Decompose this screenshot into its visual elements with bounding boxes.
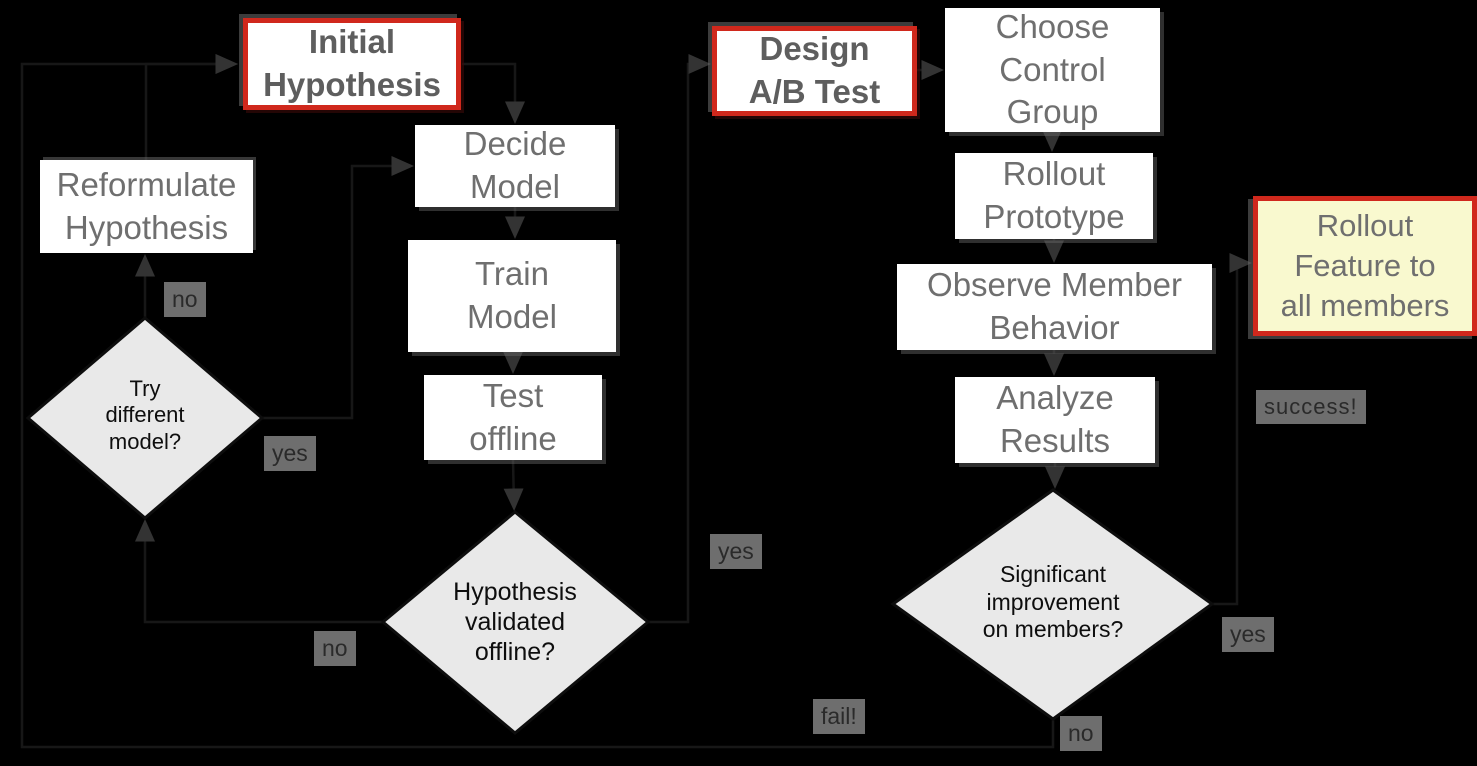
edge-label-fail: fail! xyxy=(813,699,865,734)
edge-label-improvement-yes: yes xyxy=(1222,617,1274,652)
edge-validated-no-to-try xyxy=(135,519,383,624)
edge-label-try-no: no xyxy=(164,282,206,317)
decision-significant-improvement-shape xyxy=(890,488,1215,721)
node-test-offline: Test offline xyxy=(424,375,602,460)
decision-hypothesis-validated-label: Hypothesis validated offline? xyxy=(453,578,577,666)
edge-label-try-yes: yes xyxy=(264,436,316,471)
decision-hypothesis-validated-shape xyxy=(380,510,651,735)
edge-fail-loop-to-initial xyxy=(20,54,1055,749)
node-choose-control-group: Choose Control Group xyxy=(945,8,1160,132)
node-decide-model: Decide Model xyxy=(415,125,615,207)
edge-label-validated-yes: yes xyxy=(710,534,762,569)
node-train-model: Train Model xyxy=(408,240,616,352)
edge-label-validated-no: no xyxy=(314,631,356,666)
node-rollout-feature-to-all-members: Rollout Feature to all members xyxy=(1253,196,1477,336)
edge-validated-yes-to-design xyxy=(648,54,711,624)
node-design-ab-test: Design A/B Test xyxy=(712,26,917,116)
edge-label-success: success! xyxy=(1256,390,1366,424)
edge-label-improvement-no: no xyxy=(1060,716,1102,751)
edge-test-to-validated xyxy=(503,459,524,511)
decision-significant-improvement-label: Significant improvement on members? xyxy=(982,561,1124,643)
decision-try-different-model-shape xyxy=(25,316,265,520)
node-observe-member-behavior: Observe Member Behavior xyxy=(897,264,1212,350)
edge-try-yes-to-decide xyxy=(262,156,414,420)
node-analyze-results: Analyze Results xyxy=(955,377,1155,463)
edge-improvement-yes-to-rollout xyxy=(1212,253,1252,606)
node-rollout-prototype: Rollout Prototype xyxy=(955,153,1153,239)
edge-reformulate-to-initial xyxy=(144,54,238,160)
decision-try-different-model-label: Try different model? xyxy=(105,376,185,454)
node-initial-hypothesis: Initial Hypothesis xyxy=(243,18,461,110)
edge-initial-to-decide xyxy=(462,62,525,124)
node-reformulate-hypothesis: Reformulate Hypothesis xyxy=(40,160,253,253)
